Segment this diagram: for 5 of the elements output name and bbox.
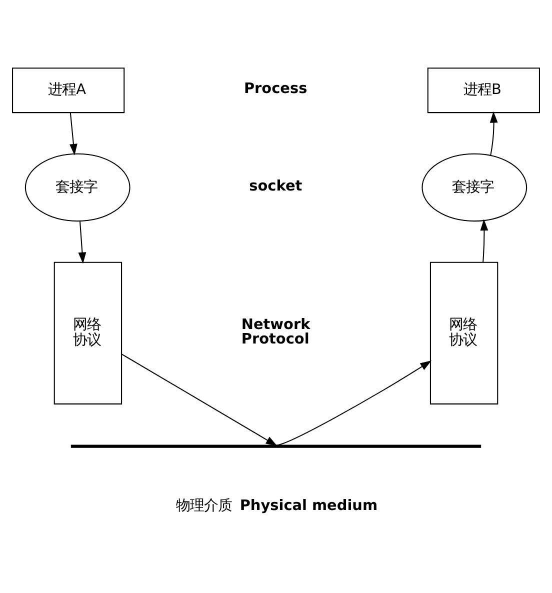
label: Process xyxy=(244,80,308,97)
node-label: 物理介质 xyxy=(176,498,232,514)
label: socket xyxy=(249,178,302,194)
node-label: Physical medium xyxy=(240,498,378,514)
label: Network Protocol xyxy=(241,316,310,348)
